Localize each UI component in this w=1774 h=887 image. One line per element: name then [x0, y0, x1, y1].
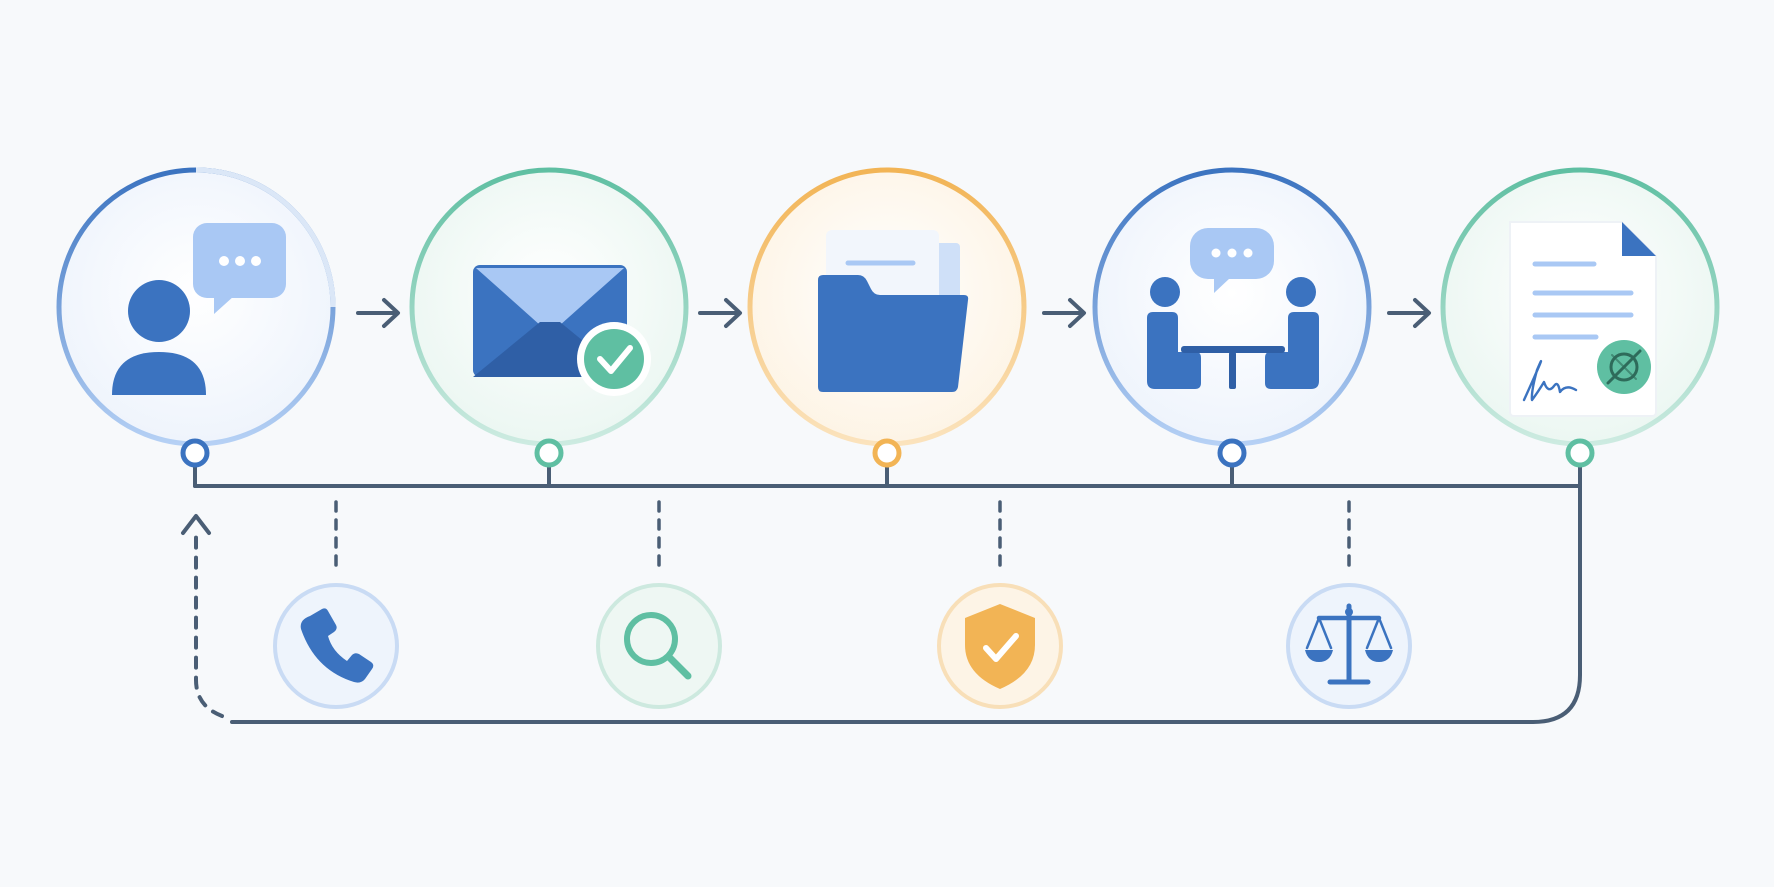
- envelope-check-icon: [473, 265, 651, 396]
- arrow-2-3: [698, 298, 742, 328]
- folder-document-icon: [818, 230, 969, 392]
- step-2-node: [534, 438, 564, 468]
- step-1: [56, 167, 336, 468]
- sub-step-1: [273, 583, 399, 709]
- step-4-node: [1217, 438, 1247, 468]
- signature-scribble: [1522, 359, 1578, 402]
- arrow-1-2: [356, 298, 400, 328]
- return-arrowhead: [181, 514, 211, 535]
- step-4: [1092, 167, 1372, 468]
- step-3-node: [872, 438, 902, 468]
- arrow-4-5: [1387, 298, 1431, 328]
- magnifier-icon: [624, 612, 692, 680]
- step-4-ring: [1092, 167, 1372, 447]
- return-loop: [230, 462, 1582, 724]
- phone-icon: [300, 608, 374, 683]
- connectors: [181, 462, 1582, 724]
- step-5-node: [1565, 438, 1595, 468]
- scales-icon: [1305, 603, 1393, 685]
- arrow-3-4: [1042, 298, 1086, 328]
- sub-step-3: [937, 583, 1063, 709]
- step-5: [1440, 167, 1720, 468]
- sub-step-2: [596, 583, 722, 709]
- step-arrows: [356, 298, 1431, 328]
- shield-check-icon: [965, 604, 1035, 689]
- sub-step-2-ring: [596, 583, 722, 709]
- return-dashed: [194, 528, 224, 718]
- signed-document-icon: [1509, 221, 1657, 417]
- sub-step-4: [1286, 583, 1412, 709]
- step-3: [747, 167, 1027, 468]
- person-chat-icon: [112, 223, 286, 395]
- sub-step-1-ring: [273, 583, 399, 709]
- step-1-node: [180, 438, 210, 468]
- meeting-table-icon: [1147, 228, 1319, 389]
- step-2: [409, 167, 689, 468]
